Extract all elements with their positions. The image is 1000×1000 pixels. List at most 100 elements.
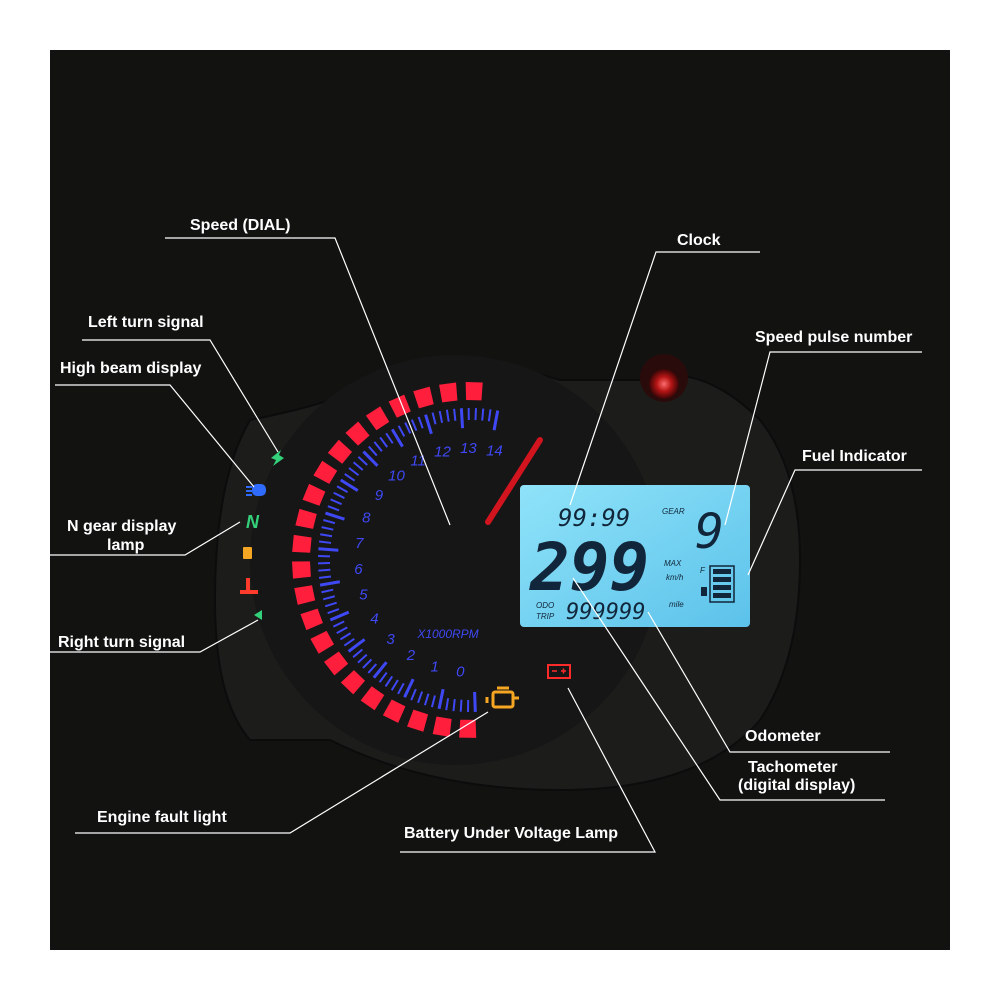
lcd-odo-label: ODO [536, 601, 554, 610]
blue-tick [403, 678, 415, 698]
red-segment [413, 386, 434, 409]
dial-face [250, 355, 660, 765]
label-speed-dial: Speed (DIAL) [190, 217, 290, 234]
lcd-clock: 99:99 [558, 504, 630, 532]
label-n-gear-line1: N gear display [67, 518, 176, 535]
label-tachometer-line2: (digital display) [738, 777, 855, 794]
blue-tick [318, 568, 331, 572]
red-segment [382, 699, 406, 723]
blue-tick [322, 595, 336, 601]
blue-tick [423, 693, 430, 706]
blue-tick [379, 436, 389, 448]
fuel-gauge-bars [709, 565, 735, 603]
gauge-number: 7 [355, 535, 364, 552]
blue-tick [367, 663, 378, 674]
label-clock: Clock [677, 232, 721, 249]
blue-tick [384, 675, 394, 687]
blue-tick [452, 699, 456, 712]
blue-tick [330, 498, 343, 506]
red-segment [327, 439, 353, 464]
blue-tick [347, 638, 366, 653]
red-segment [292, 561, 311, 579]
gauge-number: 1 [430, 658, 438, 675]
red-segment [365, 406, 390, 431]
red-segment [465, 382, 483, 401]
label-speed-pulse: Speed pulse number [755, 329, 912, 346]
gauge-number: 4 [370, 610, 378, 627]
blue-tick [430, 695, 436, 708]
blue-tick [321, 588, 334, 594]
blue-tick [431, 412, 437, 425]
blue-tick [373, 441, 383, 452]
label-odometer: Odometer [745, 728, 821, 745]
gauge-number: 9 [375, 487, 384, 504]
needle [485, 437, 543, 525]
gauge-number: 3 [386, 631, 395, 648]
blue-tick [339, 478, 359, 492]
left-turn-indicator [271, 450, 284, 466]
blue-tick [357, 456, 368, 466]
blue-tick [333, 491, 345, 499]
gauge-number: 14 [486, 443, 503, 460]
neutral-indicator: N [246, 512, 260, 532]
label-engine-fault: Engine fault light [97, 809, 227, 826]
blue-tick [321, 526, 334, 531]
red-segment [310, 630, 335, 654]
label-left-turn-signal: Left turn signal [88, 314, 204, 331]
red-segment [340, 670, 366, 695]
blue-tick [417, 416, 424, 429]
lcd-speed: 299 [529, 529, 649, 606]
blue-tick [352, 461, 364, 471]
red-segment [292, 534, 312, 553]
gauge-number: 8 [362, 510, 371, 527]
red-segment [313, 460, 338, 484]
blue-tick [390, 679, 399, 691]
blue-tick-arc [318, 407, 500, 713]
blue-tick [404, 422, 412, 434]
red-segment [345, 421, 370, 446]
gauge-number: 5 [359, 587, 368, 604]
blue-tick [417, 691, 424, 704]
blue-tick [481, 408, 485, 421]
blue-tick [438, 410, 444, 424]
red-segment [302, 483, 326, 506]
blue-tick [487, 409, 492, 422]
lcd-panel [520, 485, 750, 627]
fuel-pump-icon [701, 587, 707, 596]
gauge-number: 2 [406, 647, 416, 664]
temperature-warning-icon [240, 578, 258, 594]
blue-tick [319, 540, 332, 544]
red-segment [439, 382, 458, 403]
blue-tick [327, 608, 340, 615]
callout-lines [50, 237, 922, 853]
label-battery: Battery Under Voltage Lamp [404, 825, 618, 842]
lcd-odometer: 999999 [566, 600, 645, 625]
blue-tick [372, 661, 388, 679]
blue-tick [357, 653, 368, 664]
gauge-number: 13 [460, 440, 477, 457]
red-segment [459, 719, 477, 738]
label-n-gear-line2: lamp [107, 537, 145, 554]
blue-tick [320, 533, 333, 538]
blue-tick [362, 658, 373, 669]
red-segment-arc [292, 382, 483, 738]
battery-icon [547, 664, 571, 679]
blue-tick [410, 688, 417, 701]
gauge-number: 6 [354, 561, 363, 578]
lcd-speed-unit: km/h [666, 573, 684, 582]
right-turn-indicator [254, 610, 262, 620]
red-segment [300, 608, 323, 631]
blue-tick [336, 626, 348, 634]
red-segment [407, 709, 429, 732]
warning-lamp-glow [649, 369, 679, 399]
blue-tick [327, 505, 340, 512]
blue-tick [318, 547, 339, 552]
blue-tick [332, 620, 345, 628]
blue-tick [319, 580, 341, 587]
blue-tick [362, 450, 379, 467]
blue-tick [348, 467, 360, 477]
blue-tick [453, 408, 457, 421]
blue-tick [437, 688, 445, 710]
